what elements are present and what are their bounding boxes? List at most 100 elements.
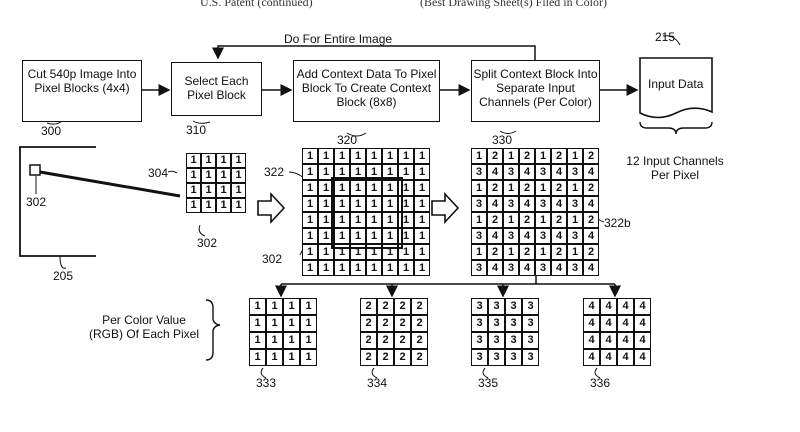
grid-cell: 1 bbox=[334, 164, 350, 180]
grid-cell: 2 bbox=[394, 315, 411, 332]
grid-cell: 4 bbox=[487, 164, 503, 180]
grid-cell: 1 bbox=[382, 244, 398, 260]
grid-cell: 3 bbox=[505, 315, 522, 332]
ref-302-block: 302 bbox=[197, 236, 218, 250]
grid-cell: 4 bbox=[583, 349, 600, 366]
grid-cell: 3 bbox=[503, 260, 519, 276]
grid-cell: 1 bbox=[283, 349, 300, 366]
grid-cell: 1 bbox=[350, 180, 366, 196]
grid-cell: 2 bbox=[394, 298, 411, 315]
grid-cell: 2 bbox=[394, 349, 411, 366]
grid-cell: 1 bbox=[414, 244, 430, 260]
grid-cell: 2 bbox=[411, 315, 428, 332]
grid-cell: 1 bbox=[302, 164, 318, 180]
grid-cell: 1 bbox=[318, 196, 334, 212]
grid-cell: 2 bbox=[551, 180, 567, 196]
grid-cell: 4 bbox=[583, 260, 599, 276]
grid-cell: 1 bbox=[283, 298, 300, 315]
grid-cell: 2 bbox=[360, 332, 377, 349]
ref-330: 330 bbox=[492, 133, 513, 147]
grid-cell: 4 bbox=[487, 228, 503, 244]
grid-cell: 1 bbox=[382, 164, 398, 180]
grid-cell: 4 bbox=[583, 164, 599, 180]
grid-cell: 1 bbox=[249, 332, 266, 349]
grid-cell: 1 bbox=[201, 198, 216, 213]
grid-cell: 2 bbox=[377, 332, 394, 349]
grid-cell: 2 bbox=[487, 212, 503, 228]
ref-304: 304 bbox=[148, 166, 169, 180]
grid-cell: 1 bbox=[414, 260, 430, 276]
grid-cell: 2 bbox=[360, 349, 377, 366]
grid-cell: 3 bbox=[471, 315, 488, 332]
grid-cell: 2 bbox=[487, 244, 503, 260]
grid-cell: 2 bbox=[394, 332, 411, 349]
grid-cell: 1 bbox=[266, 332, 283, 349]
grid-cell: 3 bbox=[488, 298, 505, 315]
header-left: U.S. Patent (continued) bbox=[200, 0, 313, 9]
ref-300: 300 bbox=[41, 124, 62, 138]
grid-cell: 1 bbox=[382, 212, 398, 228]
grid-cell: 1 bbox=[382, 180, 398, 196]
grid-cell: 1 bbox=[334, 260, 350, 276]
input-data-brace bbox=[639, 121, 713, 135]
ref-302-context: 302 bbox=[262, 252, 283, 266]
grid-cell: 3 bbox=[567, 228, 583, 244]
grid-cell: 1 bbox=[318, 180, 334, 196]
loop-label: Do For Entire Image bbox=[284, 32, 393, 46]
zoom-line bbox=[39, 170, 181, 198]
grid-cell: 1 bbox=[283, 332, 300, 349]
grid-cell: 1 bbox=[216, 153, 231, 168]
grid-cell: 4 bbox=[487, 260, 503, 276]
grid-cell: 1 bbox=[366, 228, 382, 244]
grid-cell: 4 bbox=[600, 349, 617, 366]
grid-cell: 1 bbox=[350, 164, 366, 180]
grid-cell: 1 bbox=[249, 298, 266, 315]
grid-cell: 1 bbox=[398, 228, 414, 244]
grid-cell: 1 bbox=[503, 148, 519, 164]
grid-cell: 4 bbox=[487, 196, 503, 212]
grid-cell: 1 bbox=[302, 196, 318, 212]
grid-cell: 4 bbox=[551, 196, 567, 212]
loop-line bbox=[212, 45, 536, 60]
grid-cell: 1 bbox=[382, 260, 398, 276]
ref-215: 215 bbox=[655, 30, 676, 44]
grid-cell: 1 bbox=[334, 212, 350, 228]
grid-cell: 3 bbox=[488, 349, 505, 366]
grid-cell: 2 bbox=[551, 244, 567, 260]
input-data-label: Input Data bbox=[648, 77, 704, 91]
grid-cell: 3 bbox=[567, 260, 583, 276]
grid-cell: 4 bbox=[583, 315, 600, 332]
grid-cell: 3 bbox=[471, 164, 487, 180]
grid-cell: 4 bbox=[551, 164, 567, 180]
grid-cell: 2 bbox=[519, 212, 535, 228]
grid-cell: 1 bbox=[535, 180, 551, 196]
grid-cell: 1 bbox=[186, 183, 201, 198]
grid-cell: 1 bbox=[201, 183, 216, 198]
grid-cell: 1 bbox=[300, 332, 317, 349]
grid-cell: 1 bbox=[300, 349, 317, 366]
grid-cell: 3 bbox=[522, 315, 539, 332]
grid-cell: 1 bbox=[503, 212, 519, 228]
grid-cell: 1 bbox=[231, 198, 246, 213]
grid-cell: 1 bbox=[334, 148, 350, 164]
grid-cell: 1 bbox=[334, 196, 350, 212]
grid-cell: 4 bbox=[519, 228, 535, 244]
grid-cell: 1 bbox=[302, 260, 318, 276]
grid-cell: 1 bbox=[334, 180, 350, 196]
box-add-context: Add Context Data To Pixel Block To Creat… bbox=[293, 60, 440, 122]
grid-cell: 1 bbox=[302, 148, 318, 164]
grid-cell: 1 bbox=[398, 164, 414, 180]
grid-cell: 4 bbox=[617, 315, 634, 332]
ref-310: 310 bbox=[186, 123, 207, 137]
box-add-label: Add Context Data To Pixel Block To Creat… bbox=[296, 67, 437, 109]
grid-cell: 1 bbox=[302, 244, 318, 260]
ref-322: 322 bbox=[264, 165, 285, 179]
grid-cell: 3 bbox=[471, 298, 488, 315]
grid-cell: 1 bbox=[414, 148, 430, 164]
ref-320: 320 bbox=[337, 133, 358, 147]
grid-cell: 1 bbox=[201, 168, 216, 183]
grid-cell: 2 bbox=[360, 315, 377, 332]
grid-cell: 4 bbox=[583, 332, 600, 349]
box-split-label: Split Context Block Into Separate Input … bbox=[473, 67, 598, 109]
